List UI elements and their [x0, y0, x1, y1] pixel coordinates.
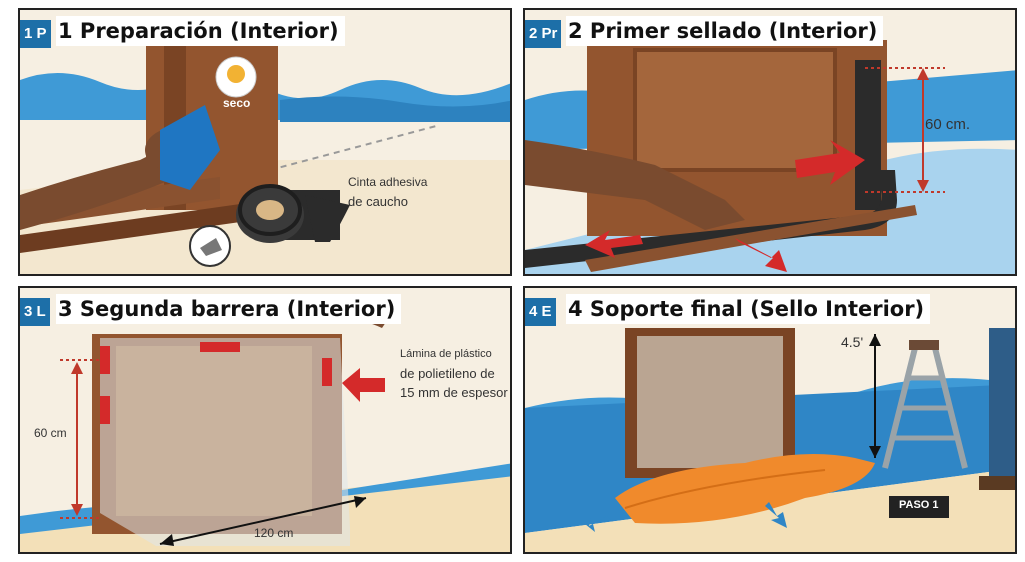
height-label: 60 cm [34, 426, 67, 440]
measure-label: 60 cm. [925, 116, 971, 133]
panel-title: 1 Preparación (Interior) [56, 16, 345, 46]
panel-3-illustration [20, 288, 510, 552]
arm [525, 140, 745, 230]
plastic-sheet [100, 338, 350, 546]
tape-label-line-1: Cinta adhesiva [348, 175, 428, 189]
rubber-seal-vertical [855, 60, 881, 210]
panel-1-illustration [20, 10, 510, 274]
panel-1-preparation: 1 P 1 Preparación (Interior) seco Cinta … [18, 8, 512, 276]
step-tag: 1 P [20, 20, 51, 48]
person-leg [989, 328, 1015, 488]
arrow-right [795, 140, 865, 185]
panel-title: 3 Segunda barrera (Interior) [56, 294, 402, 324]
panel-2-first-seal: 2 Pr 2 Primer sellado (Interior) 60 cm. [523, 8, 1017, 276]
cloth [160, 105, 220, 190]
arrow-left [585, 516, 611, 532]
sun-label: seco [223, 96, 251, 110]
rubber-tape-roll [236, 184, 350, 243]
arrow-left [585, 230, 643, 258]
panel-3-second-barrier: 3 L 3 Segunda barrera (Interior) Lámina … [18, 286, 512, 554]
panel-4-final-support: 4 E 4 Soporte final (Sello Interior) 4.5… [523, 286, 1017, 554]
sheet-label-line-1: Lámina de plástico [400, 348, 492, 360]
sheet-label-line-3: 15 mm de espesor [400, 385, 508, 400]
step-badge: PASO 1 [899, 499, 939, 511]
panel-title: 4 Soporte final (Sello Interior) [566, 294, 931, 324]
step-tag: 4 E [525, 298, 556, 326]
panel-2-illustration [525, 10, 1015, 274]
arrow-left [342, 368, 385, 402]
step-tag: 3 L [20, 298, 50, 326]
tape-label-line-2: de caucho [348, 194, 408, 209]
step-ladder [882, 340, 968, 469]
step-badge-bg [889, 496, 949, 518]
step-tag: 2 Pr [525, 20, 562, 48]
panel-title: 2 Primer sellado (Interior) [566, 16, 884, 46]
arm [20, 145, 190, 230]
arrow-down [765, 502, 787, 528]
plastic-sheet [637, 336, 783, 468]
panel-4-illustration [525, 288, 1015, 552]
arrow-up [735, 238, 787, 272]
height-label: 4.5' [841, 334, 864, 350]
sheet-label-line-2: de polietileno de [400, 366, 495, 381]
width-label: 120 cm [254, 526, 294, 540]
